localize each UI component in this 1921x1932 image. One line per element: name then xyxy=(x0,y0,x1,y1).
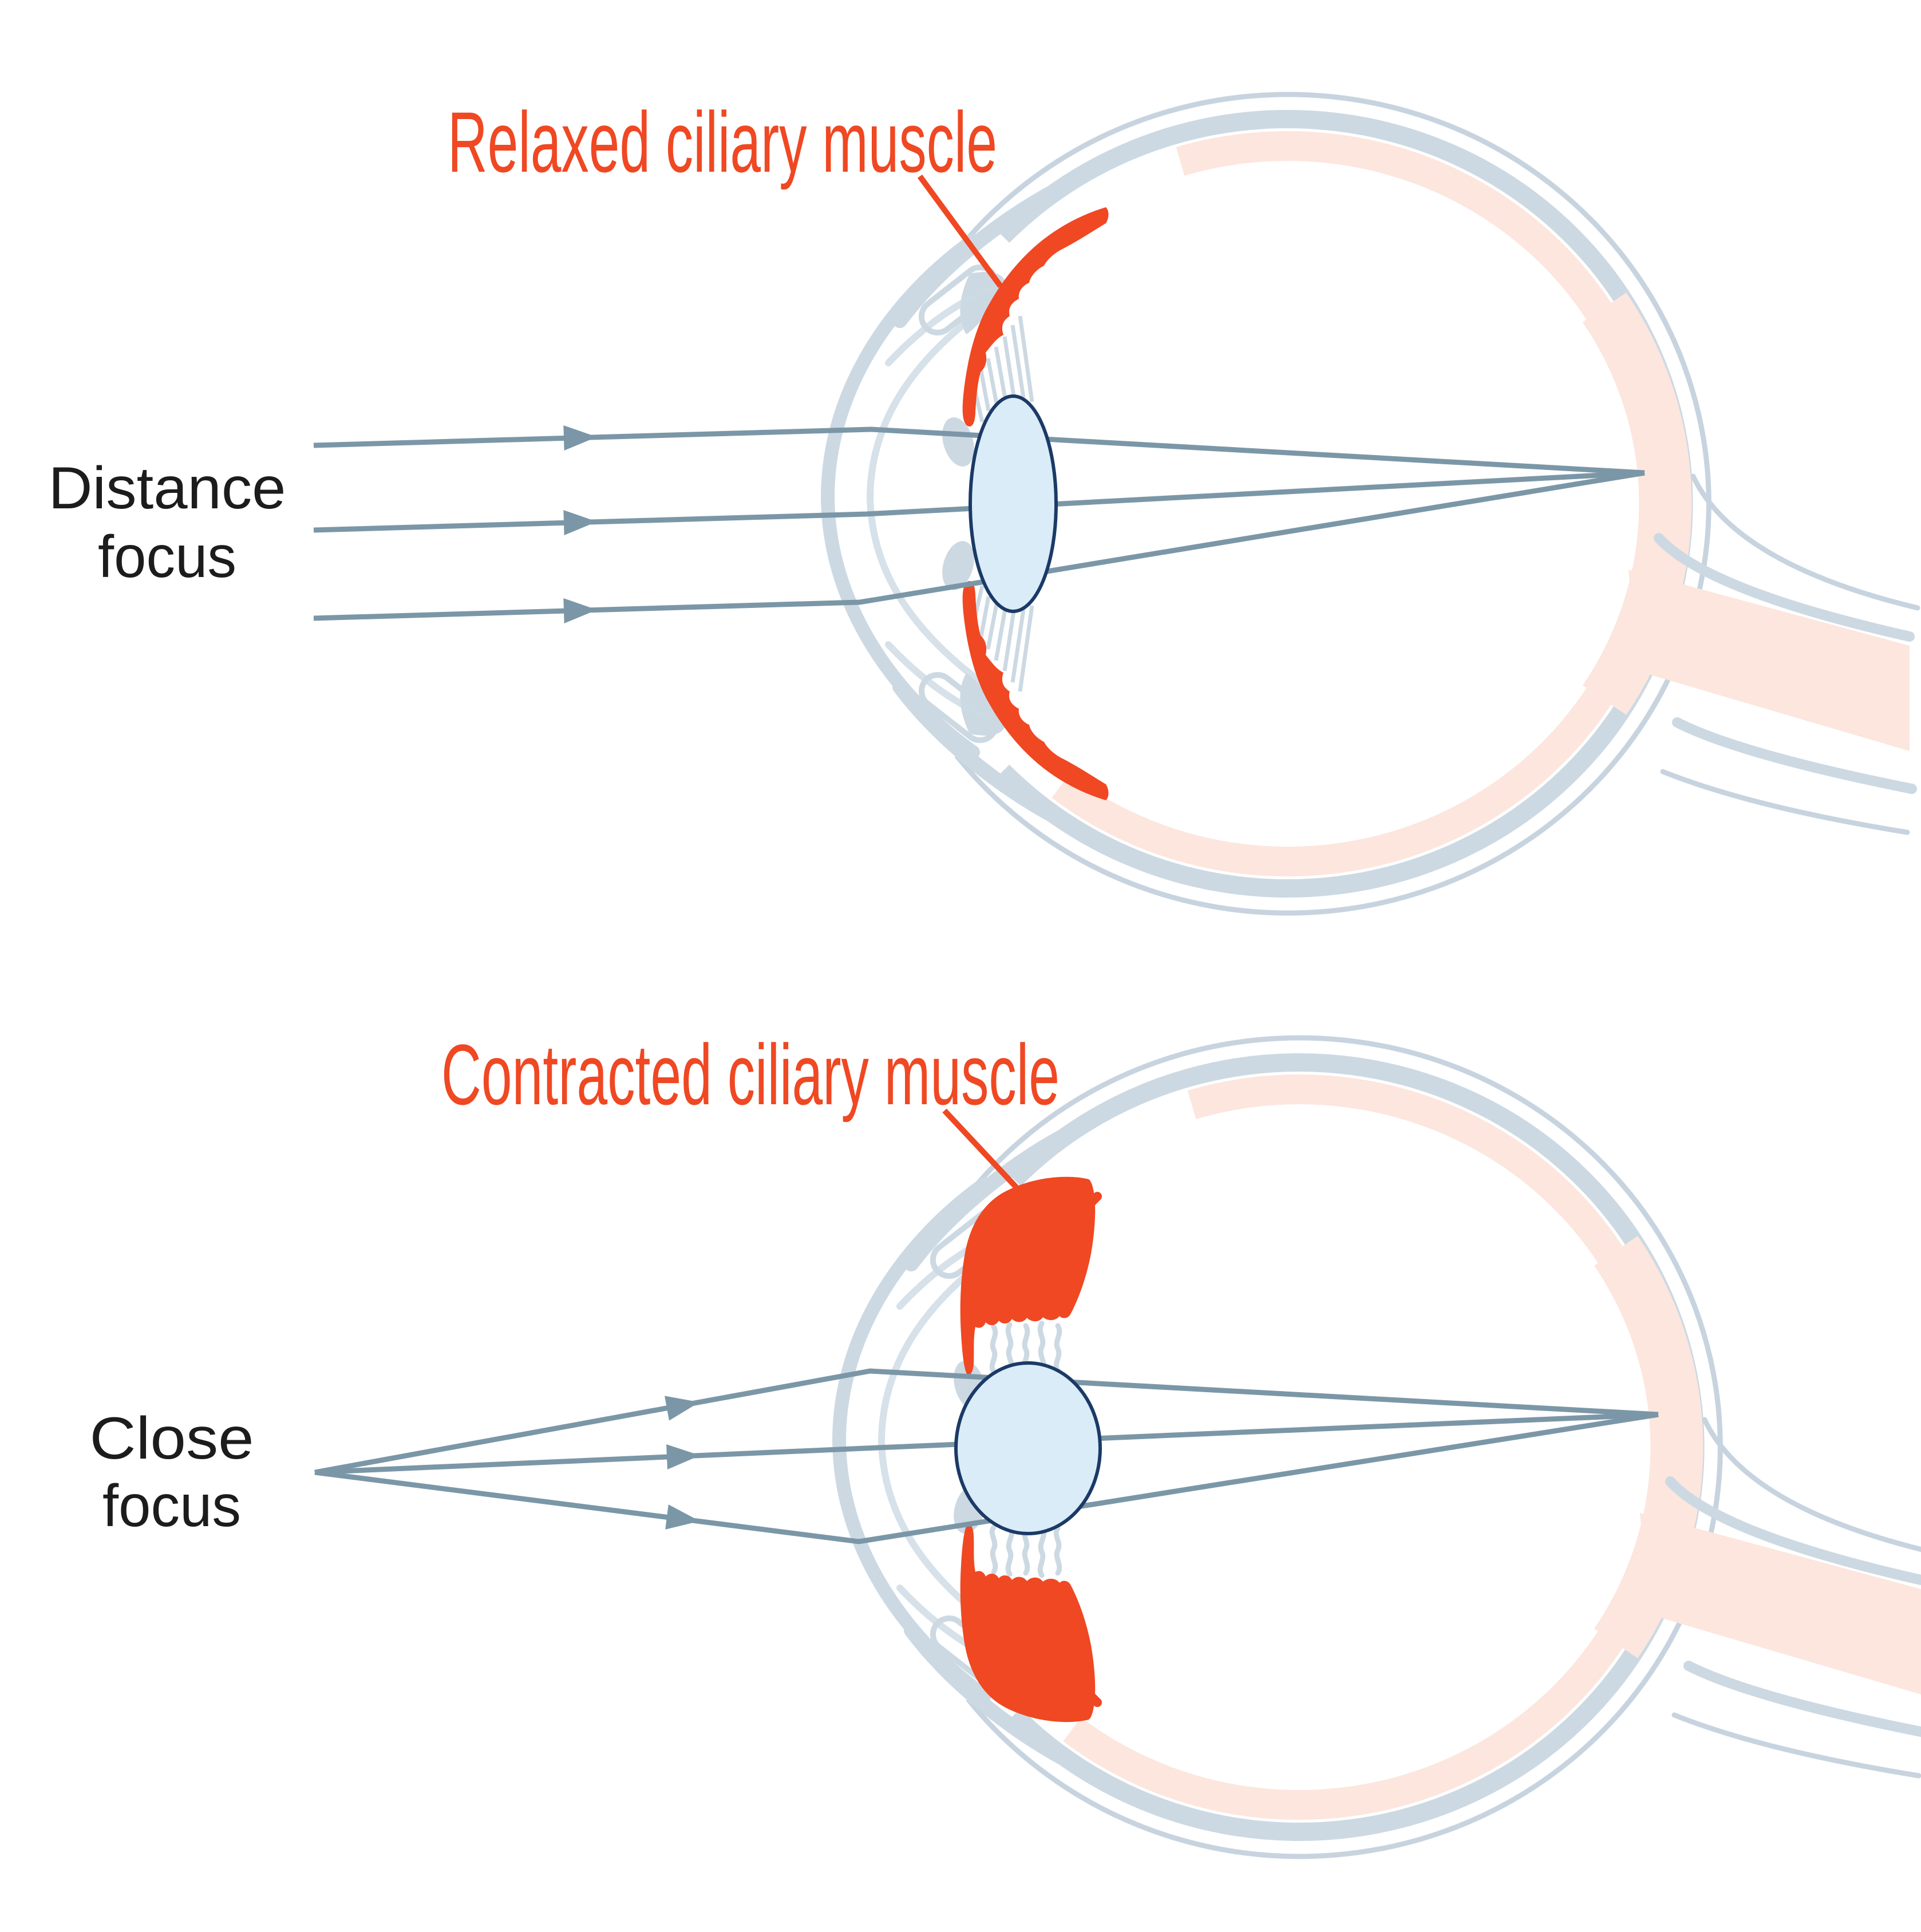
lens-rounded xyxy=(954,1361,1102,1535)
light-rays-close xyxy=(314,1368,1659,1544)
close-focus-label-line1: Close xyxy=(90,1405,254,1472)
light-ray xyxy=(314,1368,1659,1475)
light-ray xyxy=(313,426,1645,476)
label-leader-line xyxy=(942,1108,1056,1229)
relaxed-muscle-label: Relaxed ciliary muscle xyxy=(448,94,997,190)
light-ray xyxy=(313,470,1645,533)
curved-arrowhead-icon xyxy=(1056,1607,1078,1635)
ray-arrowhead-icon xyxy=(666,1444,700,1469)
ray-arrowhead-icon xyxy=(563,598,597,623)
ray-arrowhead-icon xyxy=(665,1504,700,1530)
contracted-muscle-label: Contracted ciliary muscle xyxy=(441,1026,1060,1123)
lens-flattened xyxy=(969,394,1058,613)
close-focus-label-line2: focus xyxy=(102,1473,241,1539)
contraction-arrows xyxy=(1054,1192,1102,1707)
label-leader-line xyxy=(917,175,1003,288)
superior-muscle-bottom-eye xyxy=(960,1177,1096,1374)
close-focus-diagram: Contracted ciliary muscle Close focus xyxy=(90,1026,1921,1856)
light-rays-distance xyxy=(313,425,1645,623)
light-ray xyxy=(314,1412,1659,1475)
ray-arrowhead-icon xyxy=(563,510,597,535)
ray-arrowhead-icon xyxy=(665,1396,700,1421)
curved-arrow-icon xyxy=(1061,1192,1102,1264)
light-ray xyxy=(313,470,1645,621)
distance-focus-label-line1: Distance xyxy=(49,455,286,521)
ray-arrowhead-icon xyxy=(563,425,597,451)
light-ray xyxy=(314,1412,1659,1544)
curved-arrowhead-icon xyxy=(1054,1263,1077,1290)
distance-focus-label-line2: focus xyxy=(98,524,236,590)
curved-arrow-icon xyxy=(1061,1635,1102,1707)
distance-focus-diagram: Relaxed ciliary muscle Distance focus xyxy=(49,94,1918,913)
